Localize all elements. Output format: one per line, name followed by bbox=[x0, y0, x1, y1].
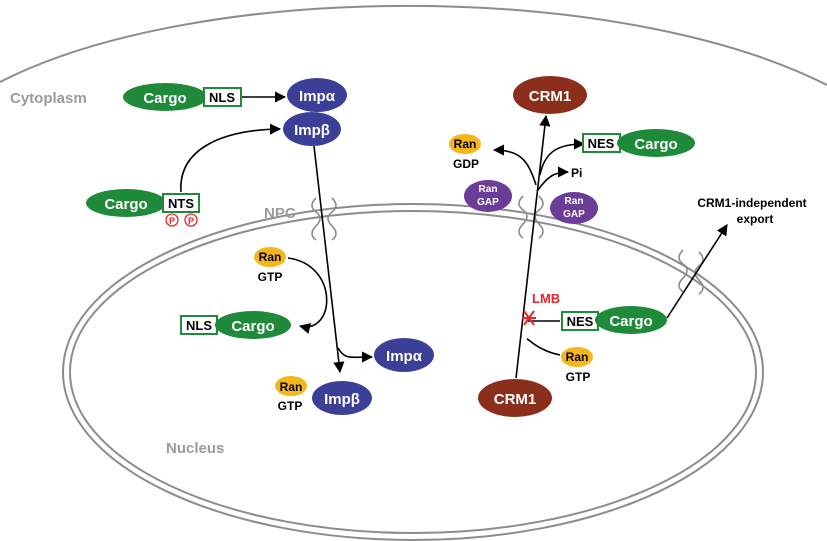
cargo-nls-cytoplasm: Cargo NLS bbox=[123, 83, 242, 111]
arrow-nts-to-impb bbox=[180, 123, 282, 193]
cargo-nts: Cargo NTS P P bbox=[86, 189, 200, 227]
nls-cargo-nucleus: NLS Cargo bbox=[180, 311, 291, 339]
svg-text:GTP: GTP bbox=[278, 399, 303, 413]
cell-membrane bbox=[0, 4, 827, 86]
svg-text:Impβ: Impβ bbox=[324, 391, 360, 408]
svg-text:Impα: Impα bbox=[299, 88, 336, 105]
nuclear-envelope-outer bbox=[62, 203, 764, 541]
arrow-import-through-pore bbox=[313, 145, 345, 374]
lmb-inhibitor: LMB bbox=[522, 291, 560, 326]
svg-text:GAP: GAP bbox=[477, 197, 499, 208]
npc-pore-right bbox=[678, 249, 704, 295]
svg-text:Ran: Ran bbox=[565, 196, 584, 207]
nes-cargo-cytoplasm: NES Cargo bbox=[582, 129, 695, 157]
ran-gdp: Ran GDP bbox=[449, 134, 481, 171]
svg-text:GDP: GDP bbox=[453, 157, 479, 171]
svg-text:Ran: Ran bbox=[259, 250, 282, 264]
crm1-independent-label-line1: CRM1-independent bbox=[697, 196, 806, 210]
svg-text:Cargo: Cargo bbox=[104, 196, 147, 213]
lmb-label: LMB bbox=[532, 291, 560, 306]
svg-text:P: P bbox=[188, 216, 194, 226]
rangap-left: Ran GAP bbox=[464, 180, 512, 212]
crm1-independent-label-line2: export bbox=[737, 212, 774, 226]
cytoplasm-label: Cytoplasm bbox=[10, 90, 87, 107]
svg-text:Cargo: Cargo bbox=[143, 90, 186, 107]
ran-gtp-export: Ran GTP bbox=[561, 347, 593, 384]
arrow-to-ran-gdp bbox=[492, 144, 537, 186]
crm1-cytoplasm: CRM1 bbox=[513, 76, 587, 114]
nuclear-envelope-inner bbox=[69, 210, 757, 534]
svg-text:NLS: NLS bbox=[186, 318, 212, 333]
svg-text:NES: NES bbox=[567, 314, 594, 329]
svg-text:P: P bbox=[169, 216, 175, 226]
svg-text:CRM1: CRM1 bbox=[494, 391, 537, 408]
svg-text:CRM1: CRM1 bbox=[529, 88, 572, 105]
arrow-to-nes-cargo-cytoplasm bbox=[539, 138, 586, 176]
nes-cargo-nucleus: NES Cargo bbox=[561, 306, 667, 334]
svg-text:GAP: GAP bbox=[563, 209, 585, 220]
svg-text:Ran: Ran bbox=[454, 137, 477, 151]
svg-text:Ran: Ran bbox=[280, 380, 303, 394]
rangap-right: Ran GAP bbox=[550, 192, 598, 224]
svg-text:Ran: Ran bbox=[479, 184, 498, 195]
importin-alpha-cytoplasm: Impα bbox=[287, 78, 347, 112]
svg-text:Ran: Ran bbox=[566, 350, 589, 364]
svg-text:Cargo: Cargo bbox=[609, 313, 652, 330]
ran-gtp-import: Ran GTP bbox=[254, 247, 286, 284]
importin-beta-cytoplasm: Impβ bbox=[283, 112, 341, 146]
npc-pore-center bbox=[518, 195, 544, 239]
arrow-rangtp-to-crm1 bbox=[526, 338, 561, 356]
arrow-to-pi bbox=[537, 166, 570, 191]
ran-gtp-impb-complex: Ran GTP Impβ bbox=[275, 376, 372, 415]
svg-text:NTS: NTS bbox=[168, 196, 194, 211]
svg-text:Impα: Impα bbox=[386, 348, 423, 365]
npc-label: NPC bbox=[264, 205, 296, 222]
svg-text:Cargo: Cargo bbox=[231, 318, 274, 335]
svg-text:NLS: NLS bbox=[209, 90, 235, 105]
npc-pore-left bbox=[311, 197, 337, 241]
svg-text:GTP: GTP bbox=[258, 270, 283, 284]
crm1-nucleus: CRM1 bbox=[478, 379, 552, 417]
arrow-crm1-independent-export bbox=[666, 224, 728, 319]
arrow-to-imp-alpha-release bbox=[337, 347, 374, 363]
svg-text:Impβ: Impβ bbox=[294, 122, 330, 139]
pi-label: Pi bbox=[571, 166, 582, 180]
importin-alpha-nucleus: Impα bbox=[374, 338, 434, 372]
svg-text:NES: NES bbox=[588, 136, 615, 151]
svg-text:Cargo: Cargo bbox=[634, 136, 677, 153]
nucleus-label: Nucleus bbox=[166, 440, 224, 457]
arrow-export-through-pore bbox=[515, 114, 551, 379]
svg-text:GTP: GTP bbox=[566, 370, 591, 384]
arrow-rangtp-binding bbox=[287, 257, 328, 334]
